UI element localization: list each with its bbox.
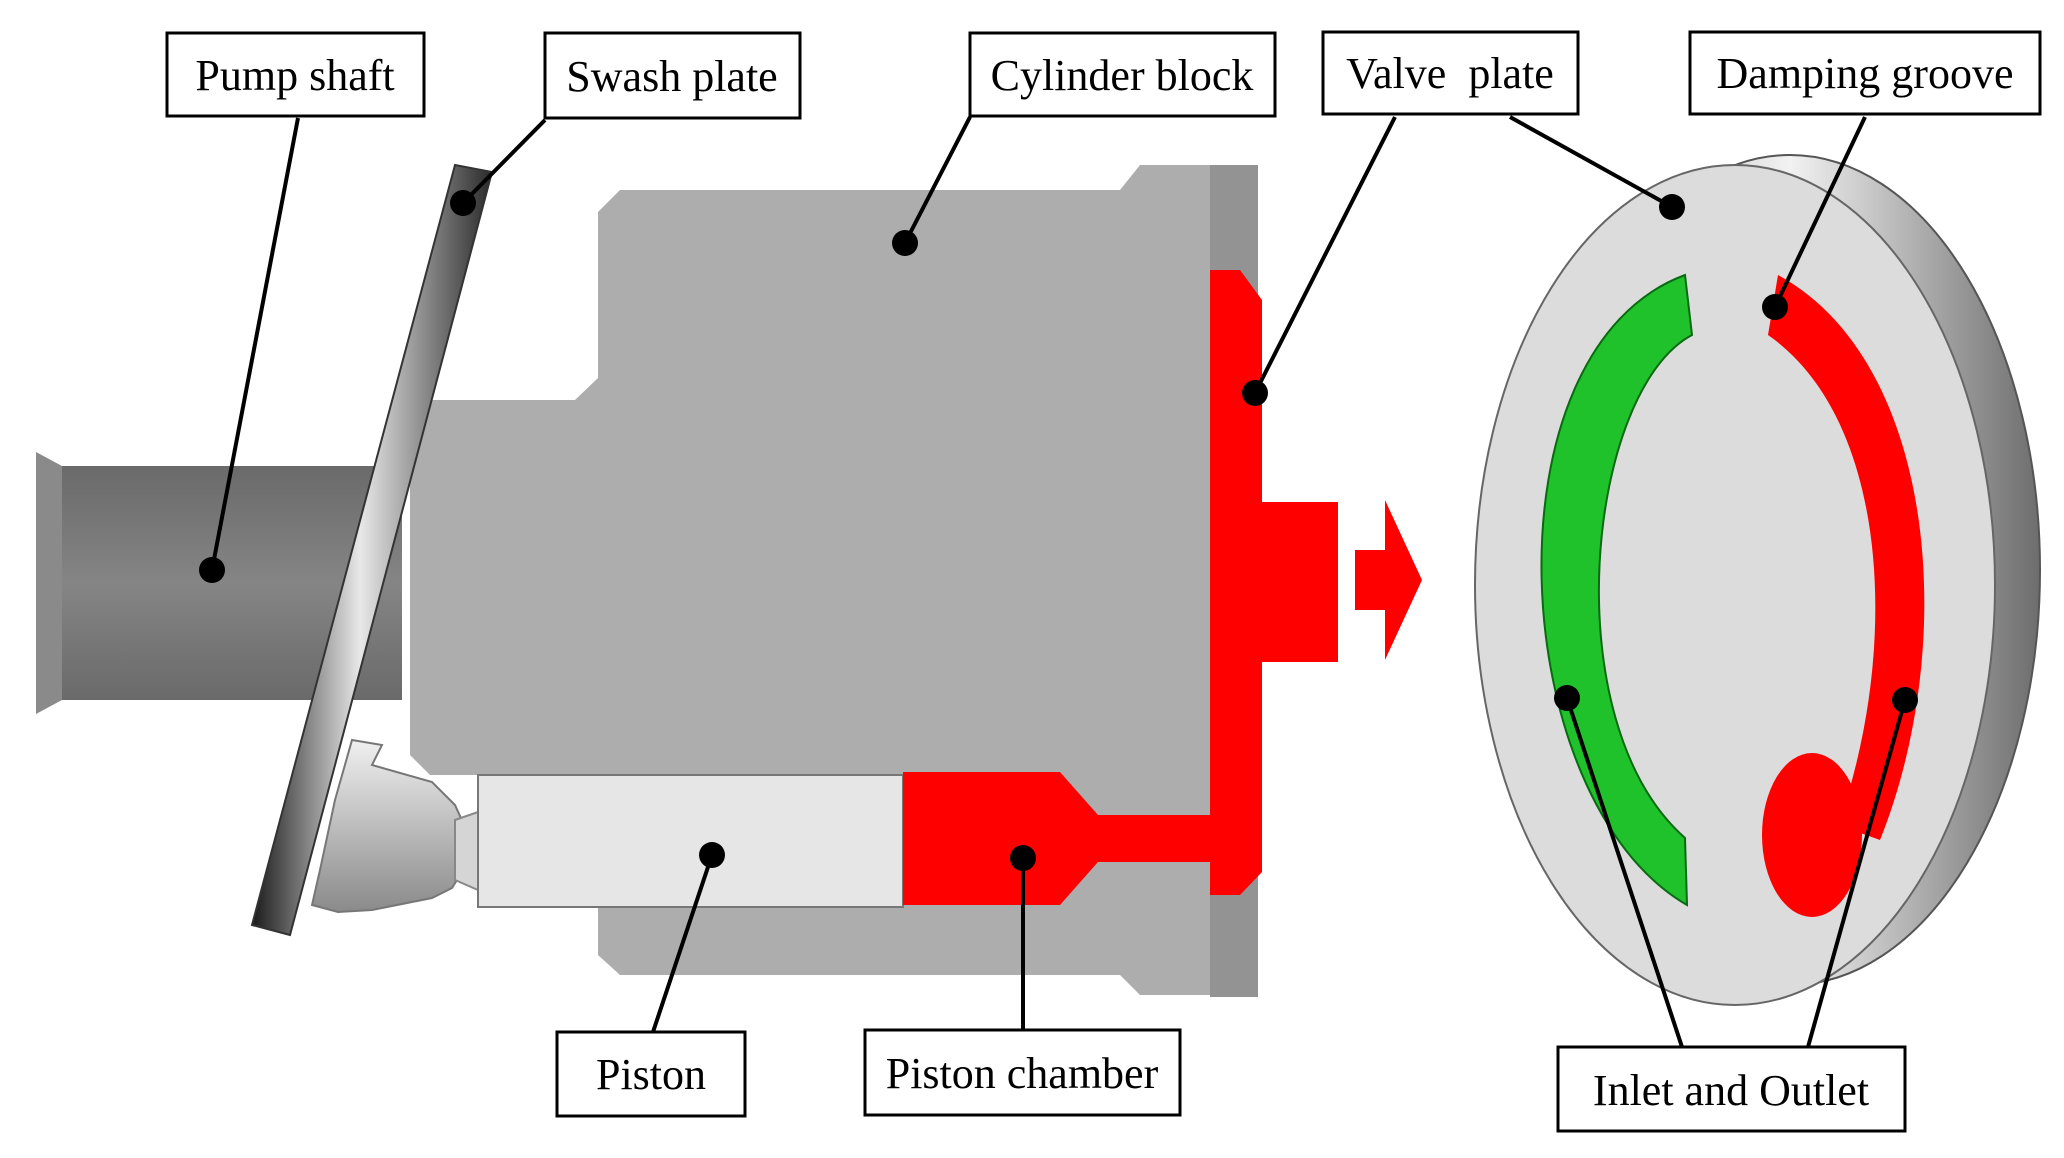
callout-dots [199,190,1918,871]
label-piston-chamber: Piston chamber [863,1028,1182,1117]
label-cylinder-block: Cylinder block [968,31,1277,118]
svg-text:Piston: Piston [596,1050,706,1099]
svg-text:Valve plate: Valve plate [1346,49,1554,98]
label-inlet-outlet: Inlet and Outlet [1556,1045,1907,1133]
inlet-port-green [1540,273,1694,907]
swash-plate [250,163,494,937]
svg-text:Cylinder block: Cylinder block [991,51,1254,100]
label-valve-plate: Valve plate [1321,30,1580,116]
svg-text:Damping groove: Damping groove [1717,49,2014,98]
svg-text:Pump shaft: Pump shaft [195,51,394,100]
valve-plate-section [1210,270,1338,895]
label-damping-groove: Damping groove [1688,30,2042,116]
piston-shoe [310,738,479,914]
piston [477,774,904,908]
outlet-port-red [1762,275,1925,917]
label-piston: Piston [555,1030,747,1118]
svg-text:Swash plate: Swash plate [566,52,777,101]
valve-plate-disc [1474,154,2041,1006]
label-swash-plate: Swash plate [543,31,802,120]
label-pump-shaft: Pump shaft [165,31,426,118]
svg-text:Inlet and Outlet: Inlet and Outlet [1593,1066,1869,1115]
leader-lines [210,115,1907,1048]
piston-chamber [903,772,1210,905]
flow-arrow-icon [1355,500,1422,660]
svg-text:Piston chamber: Piston chamber [886,1049,1159,1098]
